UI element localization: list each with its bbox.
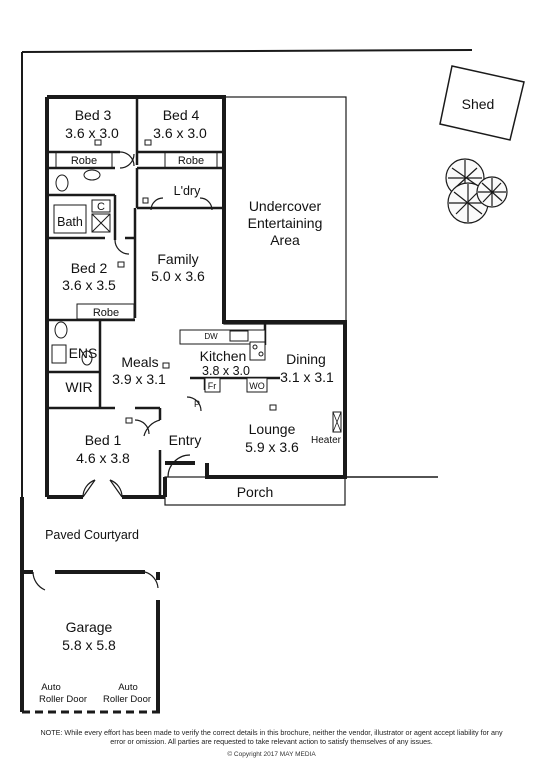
heater-label: Heater: [311, 435, 342, 446]
disclaimer-note: NOTE: While every effort has been made t…: [40, 728, 503, 746]
bed4-name: Bed 4: [163, 107, 200, 123]
bathroom-fixtures: [51, 169, 111, 366]
undercover-line1: Undercover: [249, 198, 322, 214]
dining-size: 3.1 x 3.1: [280, 369, 334, 385]
kitchen-size: 3.8 x 3.0: [202, 364, 250, 378]
laundry-label: L'dry: [174, 184, 201, 198]
wir-label: WIR: [65, 379, 92, 395]
wo-label: WO: [249, 381, 265, 391]
lounge-size: 5.9 x 3.6: [245, 439, 299, 455]
shed-label: Shed: [462, 96, 495, 112]
pantry-label: P: [194, 399, 200, 409]
house-walls: [45, 95, 347, 499]
undercover-line2: Entertaining: [248, 215, 323, 231]
bed4-size: 3.6 x 3.0: [153, 125, 207, 141]
bed2-name: Bed 2: [71, 260, 108, 276]
entry-label: Entry: [169, 432, 202, 448]
roller-right-line2: Roller Door: [103, 694, 151, 705]
meals-name: Meals: [121, 354, 158, 370]
garage-size: 5.8 x 5.8: [62, 637, 116, 653]
trees: [445, 158, 508, 224]
bed3-size: 3.6 x 3.0: [65, 125, 119, 141]
robes: Robe Robe Robe: [55, 151, 218, 320]
kitchen-fixtures: [179, 329, 342, 433]
porch-label: Porch: [237, 484, 274, 500]
toilet-label: C: [97, 201, 105, 213]
roller-left-line2: Roller Door: [39, 694, 87, 705]
tree-icon: [476, 176, 508, 208]
bed1-name: Bed 1: [85, 432, 122, 448]
family-name: Family: [157, 251, 198, 267]
shed: Shed: [439, 65, 525, 141]
door-swings: [82, 151, 213, 498]
robe-bed4-label: Robe: [178, 155, 204, 167]
bed2-size: 3.6 x 3.5: [62, 277, 116, 293]
meals-size: 3.9 x 3.1: [112, 371, 166, 387]
dining-name: Dining: [286, 351, 326, 367]
dw-label: DW: [204, 332, 218, 341]
lounge-name: Lounge: [249, 421, 296, 437]
undercover-line3: Area: [270, 232, 300, 248]
bath-label: Bath: [57, 215, 83, 229]
robe-bed3-label: Robe: [71, 155, 97, 167]
copyright: © Copyright 2017 MAY MEDIA: [227, 751, 316, 758]
roller-right-line1: Auto: [118, 682, 138, 693]
room-labels: Bed 3 3.6 x 3.0 Bed 4 3.6 x 3.0 L'dry Ba…: [39, 107, 342, 705]
ens-label: ENS: [69, 345, 98, 361]
garage-courtyard-walls: [20, 497, 160, 714]
kitchen-name: Kitchen: [200, 348, 247, 364]
fr-label: Fr: [208, 381, 217, 391]
bed3-name: Bed 3: [75, 107, 112, 123]
roller-left-line1: Auto: [41, 682, 61, 693]
power-outlets: [94, 139, 277, 424]
family-size: 5.0 x 3.6: [151, 268, 205, 284]
robe-bed2-label: Robe: [93, 307, 119, 319]
courtyard-label: Paved Courtyard: [45, 528, 139, 542]
bed1-size: 4.6 x 3.8: [76, 450, 130, 466]
garage-name: Garage: [66, 619, 113, 635]
